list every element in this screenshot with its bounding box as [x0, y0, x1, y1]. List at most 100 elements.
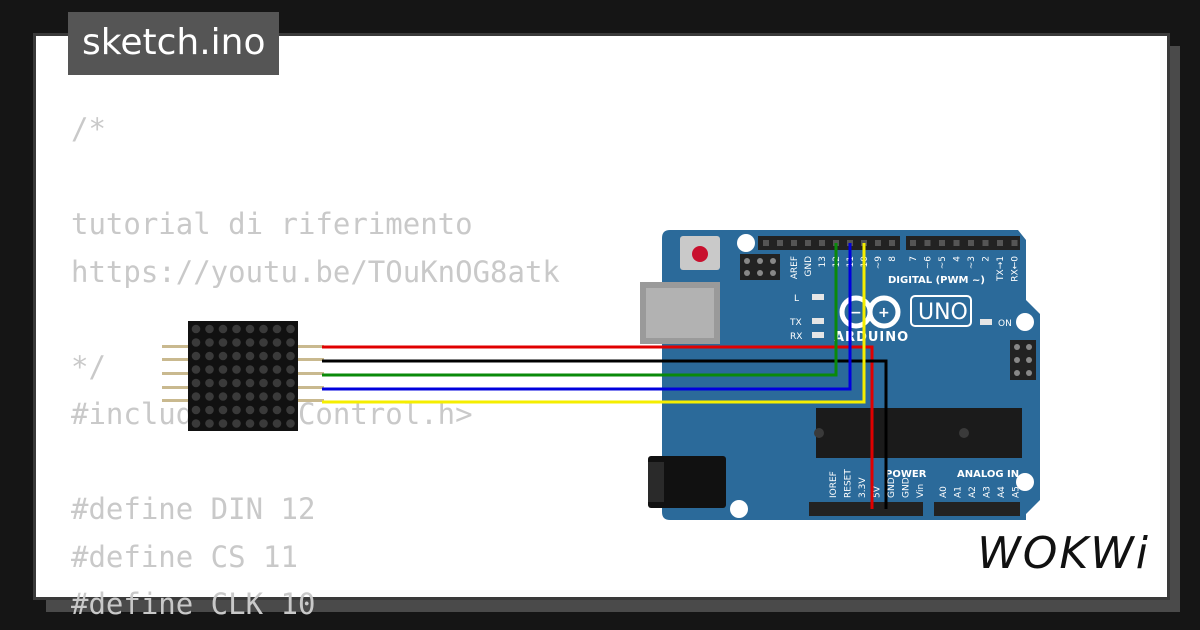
svg-text:+: + [878, 305, 890, 321]
matrix-led [272, 365, 282, 374]
analog-pin-label: A3 [983, 486, 993, 498]
wire-gnd [322, 359, 888, 509]
code-line: #define CLK 10 [71, 587, 316, 621]
matrix-led [272, 338, 282, 347]
header-pin[interactable] [953, 240, 960, 246]
power-pin-label: Vin [916, 484, 926, 498]
matrix-led [272, 405, 282, 415]
matrix-led [272, 351, 282, 361]
matrix-led [286, 365, 295, 374]
header-pin[interactable] [1011, 240, 1018, 246]
matrix-led [286, 392, 295, 401]
matrix-led [259, 378, 268, 388]
matrix-dots [191, 324, 295, 428]
matrix-led [232, 365, 241, 374]
header-pin[interactable] [982, 240, 989, 246]
matrix-led [272, 392, 282, 401]
header-pin[interactable] [997, 240, 1003, 246]
code-line: /* [71, 112, 106, 146]
rx-label: RX [790, 332, 802, 342]
top-pin-label: ~9 [874, 256, 884, 270]
top-pin-label: 4 [953, 256, 963, 262]
svg-text:−: − [850, 305, 862, 321]
led-matrix-module[interactable] [162, 321, 324, 431]
matrix-led [259, 324, 268, 334]
analog-pin-label: A2 [968, 486, 978, 498]
on-label: ON [998, 319, 1012, 329]
matrix-led [218, 324, 228, 334]
power-pin-label: GND [902, 477, 912, 498]
matrix-led [205, 365, 214, 374]
model-label: UNO [918, 300, 968, 325]
matrix-led [232, 405, 241, 415]
analog-pin-label: A1 [954, 486, 964, 498]
matrix-led [245, 378, 255, 388]
matrix-led [191, 351, 201, 361]
file-tab[interactable]: sketch.ino [68, 12, 280, 75]
matrix-led [232, 324, 241, 334]
l-label: L [794, 294, 799, 304]
matrix-led [259, 405, 268, 415]
tx-label: TX [789, 318, 802, 328]
matrix-body [188, 321, 298, 431]
matrix-led [205, 405, 214, 415]
mount-hole [1016, 313, 1034, 331]
matrix-led [191, 324, 201, 334]
matrix-led [218, 365, 228, 374]
matrix-led [245, 338, 255, 347]
matrix-led [286, 324, 295, 334]
header-pin[interactable] [910, 240, 916, 246]
matrix-led [191, 405, 201, 415]
matrix-led [205, 392, 214, 401]
analog-pin-label: A4 [997, 486, 1007, 498]
analog-pin-label: A5 [1012, 486, 1022, 498]
power-pin-label: GND [887, 477, 897, 498]
uno-badge [910, 295, 972, 327]
matrix-led [232, 392, 241, 401]
header-pin[interactable] [763, 240, 769, 246]
header-pin[interactable] [889, 240, 895, 246]
matrix-led [259, 365, 268, 374]
atmega-chip [816, 408, 1022, 458]
matrix-led [245, 365, 255, 374]
power-pin-label: RESET [844, 469, 854, 498]
top-pin-label: ~5 [938, 256, 948, 269]
header-pin[interactable] [924, 240, 931, 246]
matrix-led [205, 338, 214, 347]
top-pin-label: 7 [909, 256, 919, 262]
top-pin-label: AREF [790, 256, 800, 279]
top-pin-label: GND [804, 256, 814, 277]
matrix-led [272, 378, 282, 388]
header-pin[interactable] [939, 240, 945, 246]
wire-din [322, 243, 838, 377]
top-pin-label: TX→1 [996, 256, 1006, 282]
header-pin[interactable] [805, 240, 811, 246]
matrix-led [259, 392, 268, 401]
matrix-led [286, 338, 295, 347]
header-pin[interactable] [791, 240, 797, 246]
arduino-logo-icon: − + [839, 295, 901, 329]
mount-hole [737, 234, 755, 252]
header-pin[interactable] [968, 240, 974, 246]
header-pin[interactable] [875, 240, 881, 246]
matrix-led [232, 378, 241, 388]
header-pin[interactable] [777, 240, 783, 246]
code-line: tutorial di riferimento [71, 207, 473, 241]
icsp-header-right [1010, 340, 1036, 380]
matrix-led [232, 338, 241, 347]
analog-pin-label: A0 [939, 486, 949, 498]
analog-label: ANALOG IN [957, 469, 1019, 480]
top-pin-label: 13 [818, 256, 828, 267]
mount-hole [730, 500, 748, 518]
matrix-led [259, 338, 268, 347]
wire-clk [322, 243, 866, 404]
power-analog-header [809, 502, 1020, 516]
wire-cs [322, 243, 852, 391]
icsp-header [740, 254, 780, 280]
matrix-led [245, 324, 255, 334]
header-pin[interactable] [819, 240, 825, 246]
matrix-led [205, 351, 214, 361]
matrix-led [286, 378, 295, 388]
